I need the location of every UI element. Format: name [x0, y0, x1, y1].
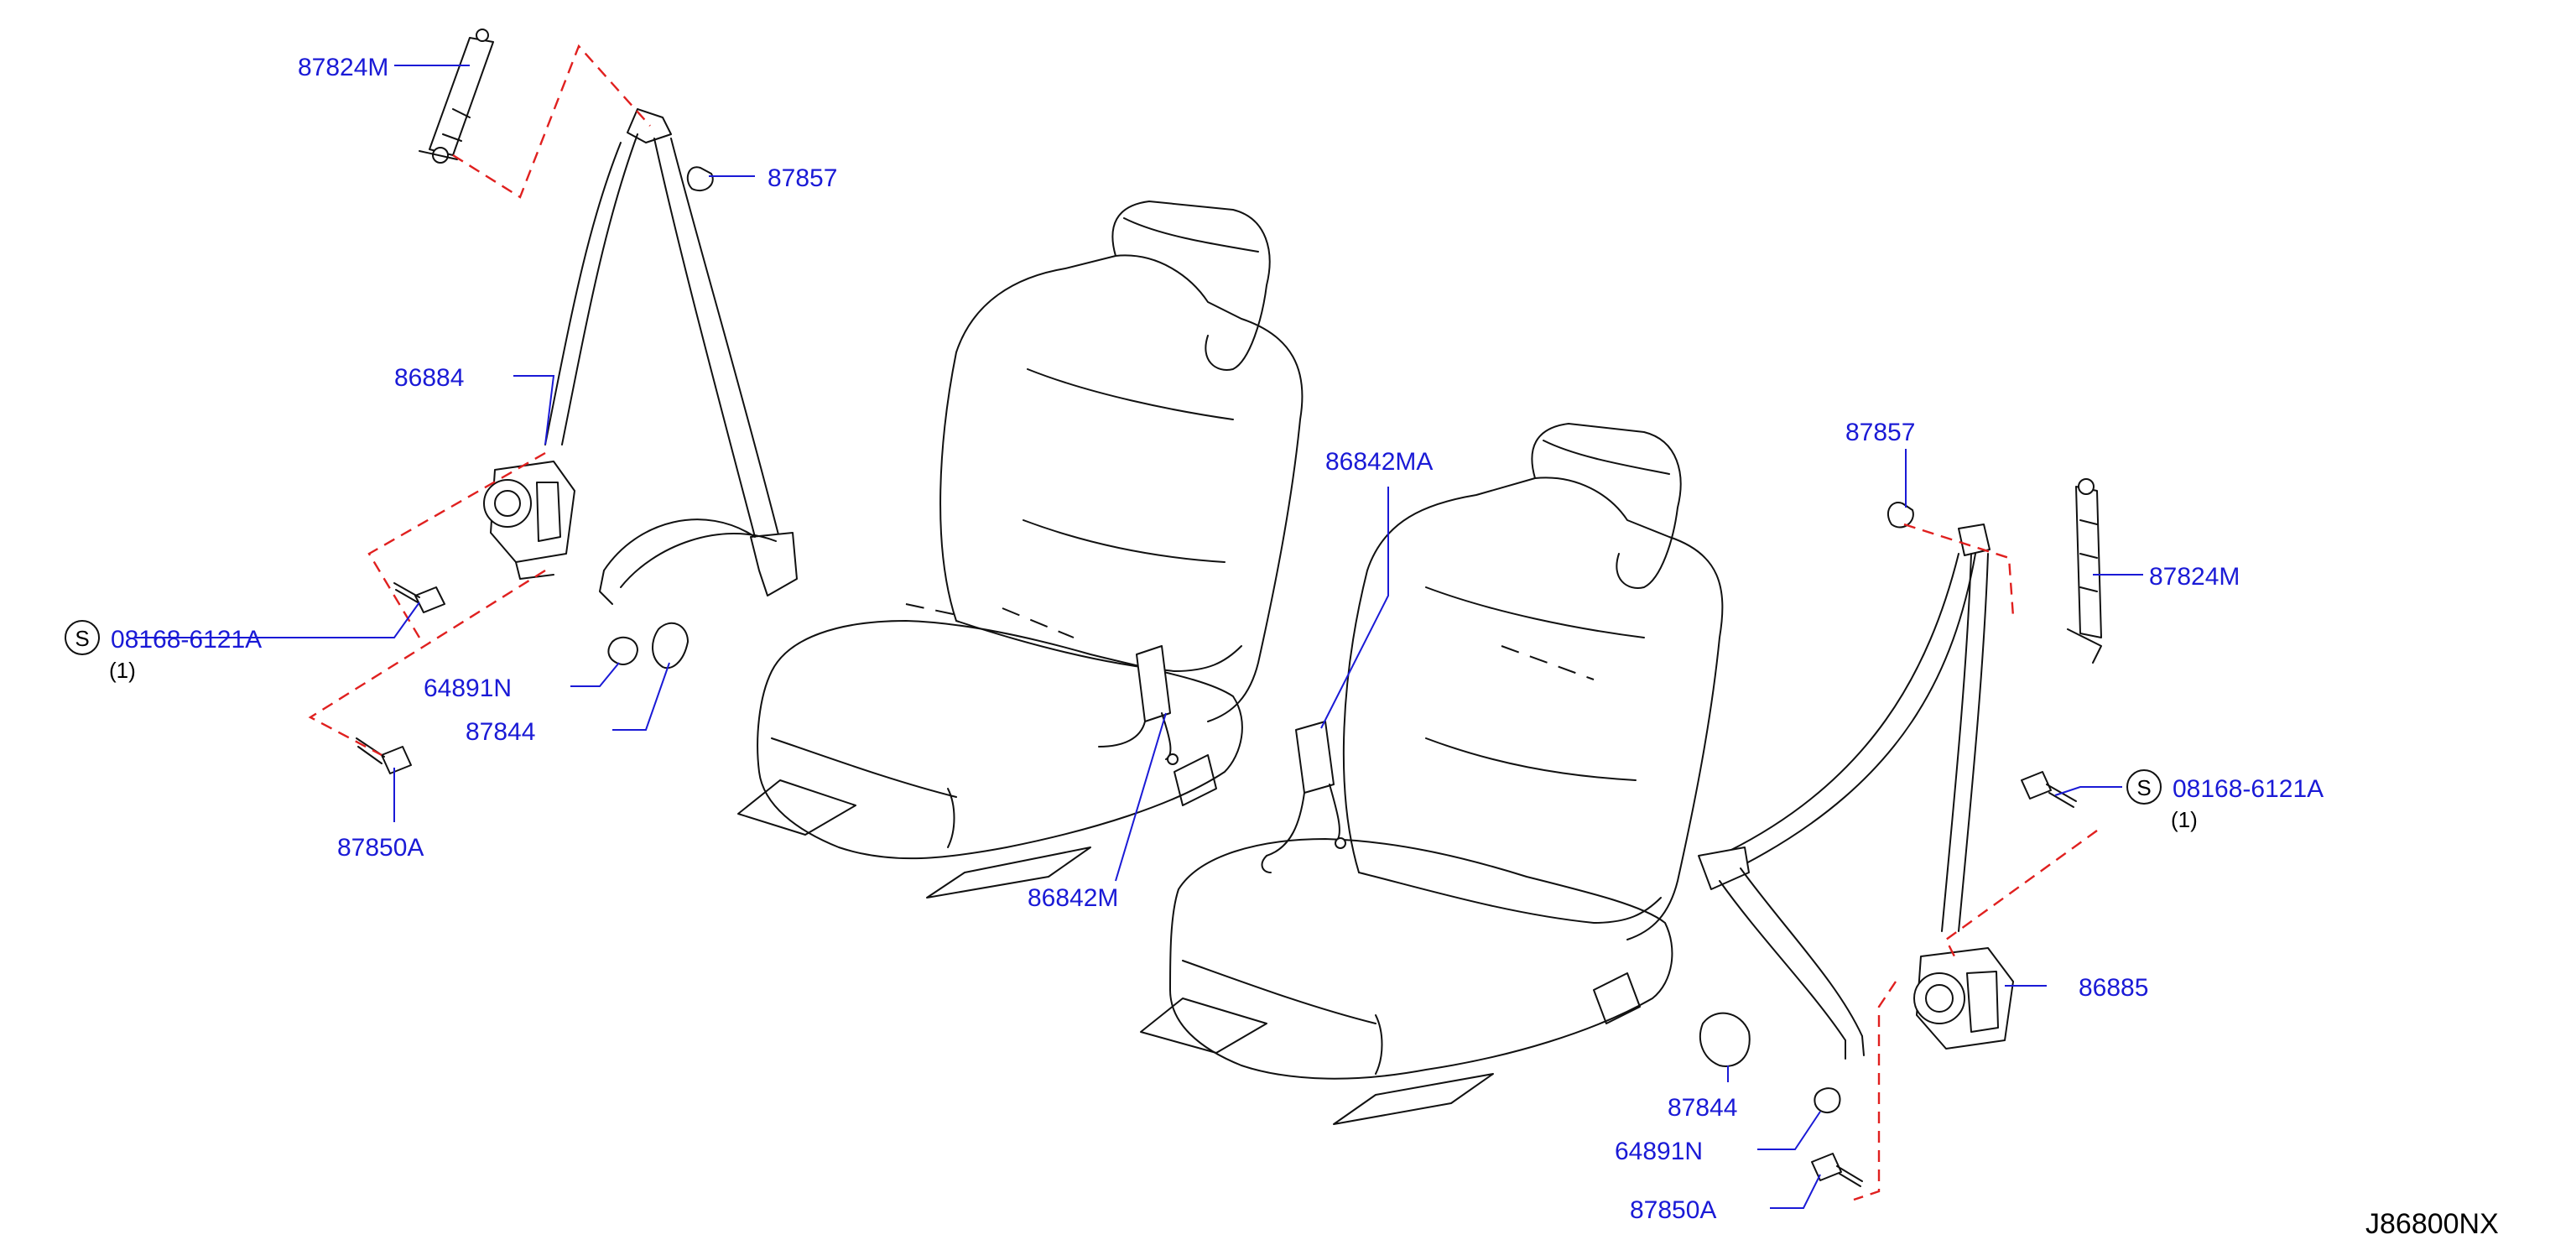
label-08168-6121a-left: 08168-6121A — [111, 626, 262, 654]
left-seatbelt-assembly — [308, 29, 798, 774]
label-87857-right: 87857 — [1845, 419, 1915, 446]
leader-lines — [134, 65, 2143, 1209]
label-87824m-left: 87824M — [298, 54, 388, 81]
screw-symbol-right: S — [2126, 769, 2162, 805]
left-lower-bolt — [356, 737, 412, 774]
screw-symbol-left-letter: S — [75, 626, 89, 651]
label-64891n-left: 64891N — [424, 675, 512, 702]
label-86884: 86884 — [394, 364, 464, 392]
label-87857-left: 87857 — [768, 164, 837, 192]
screw-symbol-left: S — [65, 620, 100, 655]
label-87850a-left: 87850A — [337, 834, 424, 862]
label-64891n-right: 64891N — [1615, 1138, 1703, 1165]
label-86885: 86885 — [2079, 974, 2148, 1002]
label-87850a-right: 87850A — [1630, 1196, 1716, 1224]
label-86842ma: 86842MA — [1325, 448, 1433, 476]
label-qty-right: (1) — [2171, 807, 2198, 832]
right-seat-drawing — [1140, 423, 1724, 1125]
right-seatbelt-assembly — [1698, 478, 2102, 1201]
label-qty-left: (1) — [109, 658, 136, 683]
part-labels: 87824M 87857 86884 S 08168-6121A (1) 648… — [65, 54, 2499, 1240]
label-87844-right: 87844 — [1668, 1094, 1737, 1122]
label-86842m: 86842M — [1028, 884, 1118, 912]
left-upper-bolt — [393, 582, 445, 613]
label-08168-6121a-right: 08168-6121A — [2173, 775, 2324, 803]
label-87824m-right: 87824M — [2149, 563, 2240, 591]
screw-symbol-right-letter: S — [2136, 775, 2151, 800]
diagram-reference-code: J86800NX — [2365, 1208, 2499, 1240]
label-87844-left: 87844 — [466, 718, 535, 746]
left-seat-drawing — [737, 201, 1304, 899]
